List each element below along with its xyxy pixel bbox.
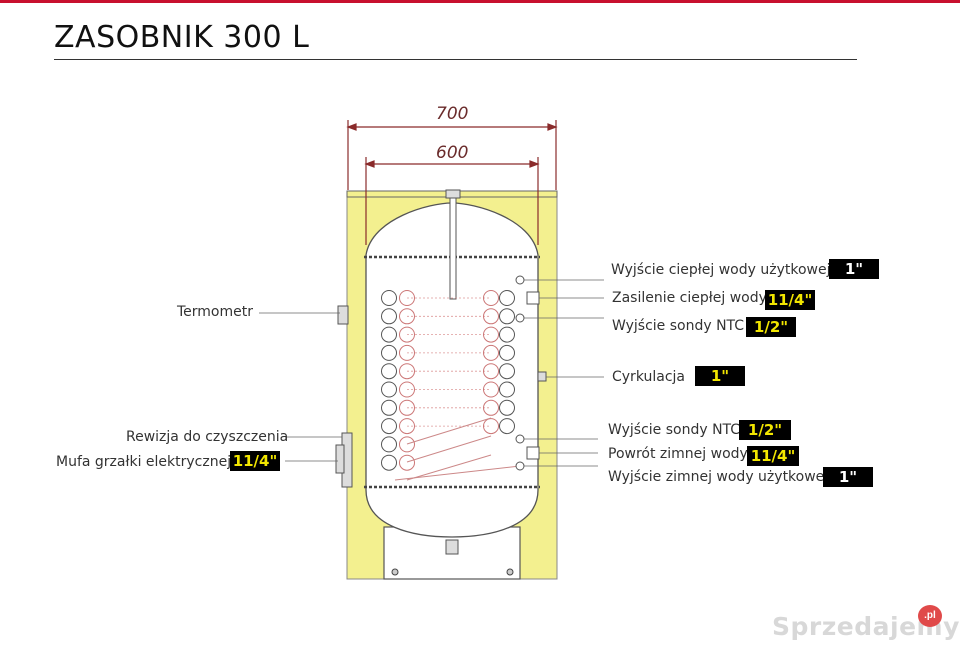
- dimension-inner-600: 600: [436, 143, 469, 163]
- page-title: ZASOBNIK 300 L: [54, 20, 310, 55]
- label-wyjscie-zimnej: Wyjście zimnej wody użytkowej: [608, 469, 829, 485]
- badge-sondy-ntc-bottom-size: 1/2": [739, 420, 791, 440]
- label-termometr: Termometr: [177, 304, 253, 320]
- label-wyjscie-cieplej: Wyjście ciepłej wody użytkowej: [611, 262, 831, 278]
- heating-coil: [381, 290, 521, 481]
- label-wyjscie-sondy-ntc-top: Wyjście sondy NTC: [612, 318, 745, 334]
- label-cyrkulacja: Cyrkulacja: [612, 369, 686, 385]
- badge-powrot-zimnej-size: 11/4": [747, 446, 799, 466]
- tank-vessel: [365, 202, 539, 538]
- label-mufa: Mufa grzałki elektrycznej: [56, 454, 232, 470]
- watermark-badge: .pl: [918, 605, 942, 627]
- foot-bolt-right: [506, 568, 514, 576]
- badge-cyrkulacja-size: 1": [695, 366, 745, 386]
- foot-bolt-left: [391, 568, 399, 576]
- right-connections: [515, 275, 547, 471]
- left-connections: [335, 305, 353, 488]
- badge-wyjscie-cieplej-size: 1": [829, 259, 879, 279]
- dimension-outer-700: 700: [436, 104, 469, 124]
- anode-cap: [445, 189, 461, 199]
- badge-zasilenie-cieplej-size: 11/4": [765, 290, 815, 310]
- anode-rod: [449, 193, 457, 300]
- label-powrot-zimnej: Powrót zimnej wody: [608, 446, 748, 462]
- badge-sondy-ntc-top-size: 1/2": [746, 317, 796, 337]
- label-rewizja: Rewizja do czyszczenia: [126, 429, 289, 445]
- badge-mufa-size: 11/4": [230, 451, 280, 471]
- drain-plug: [445, 539, 459, 555]
- badge-wyjscie-zimnej-size: 1": [823, 467, 873, 487]
- leader-lines: [259, 279, 604, 467]
- title-underline: [54, 59, 857, 60]
- label-wyjscie-sondy-ntc-bottom: Wyjście sondy NTC: [608, 422, 741, 438]
- dimension-lines: [346, 120, 558, 245]
- top-accent-bar: [0, 0, 960, 3]
- label-zasilenie-cieplej: Zasilenie ciepłej wody: [612, 290, 767, 306]
